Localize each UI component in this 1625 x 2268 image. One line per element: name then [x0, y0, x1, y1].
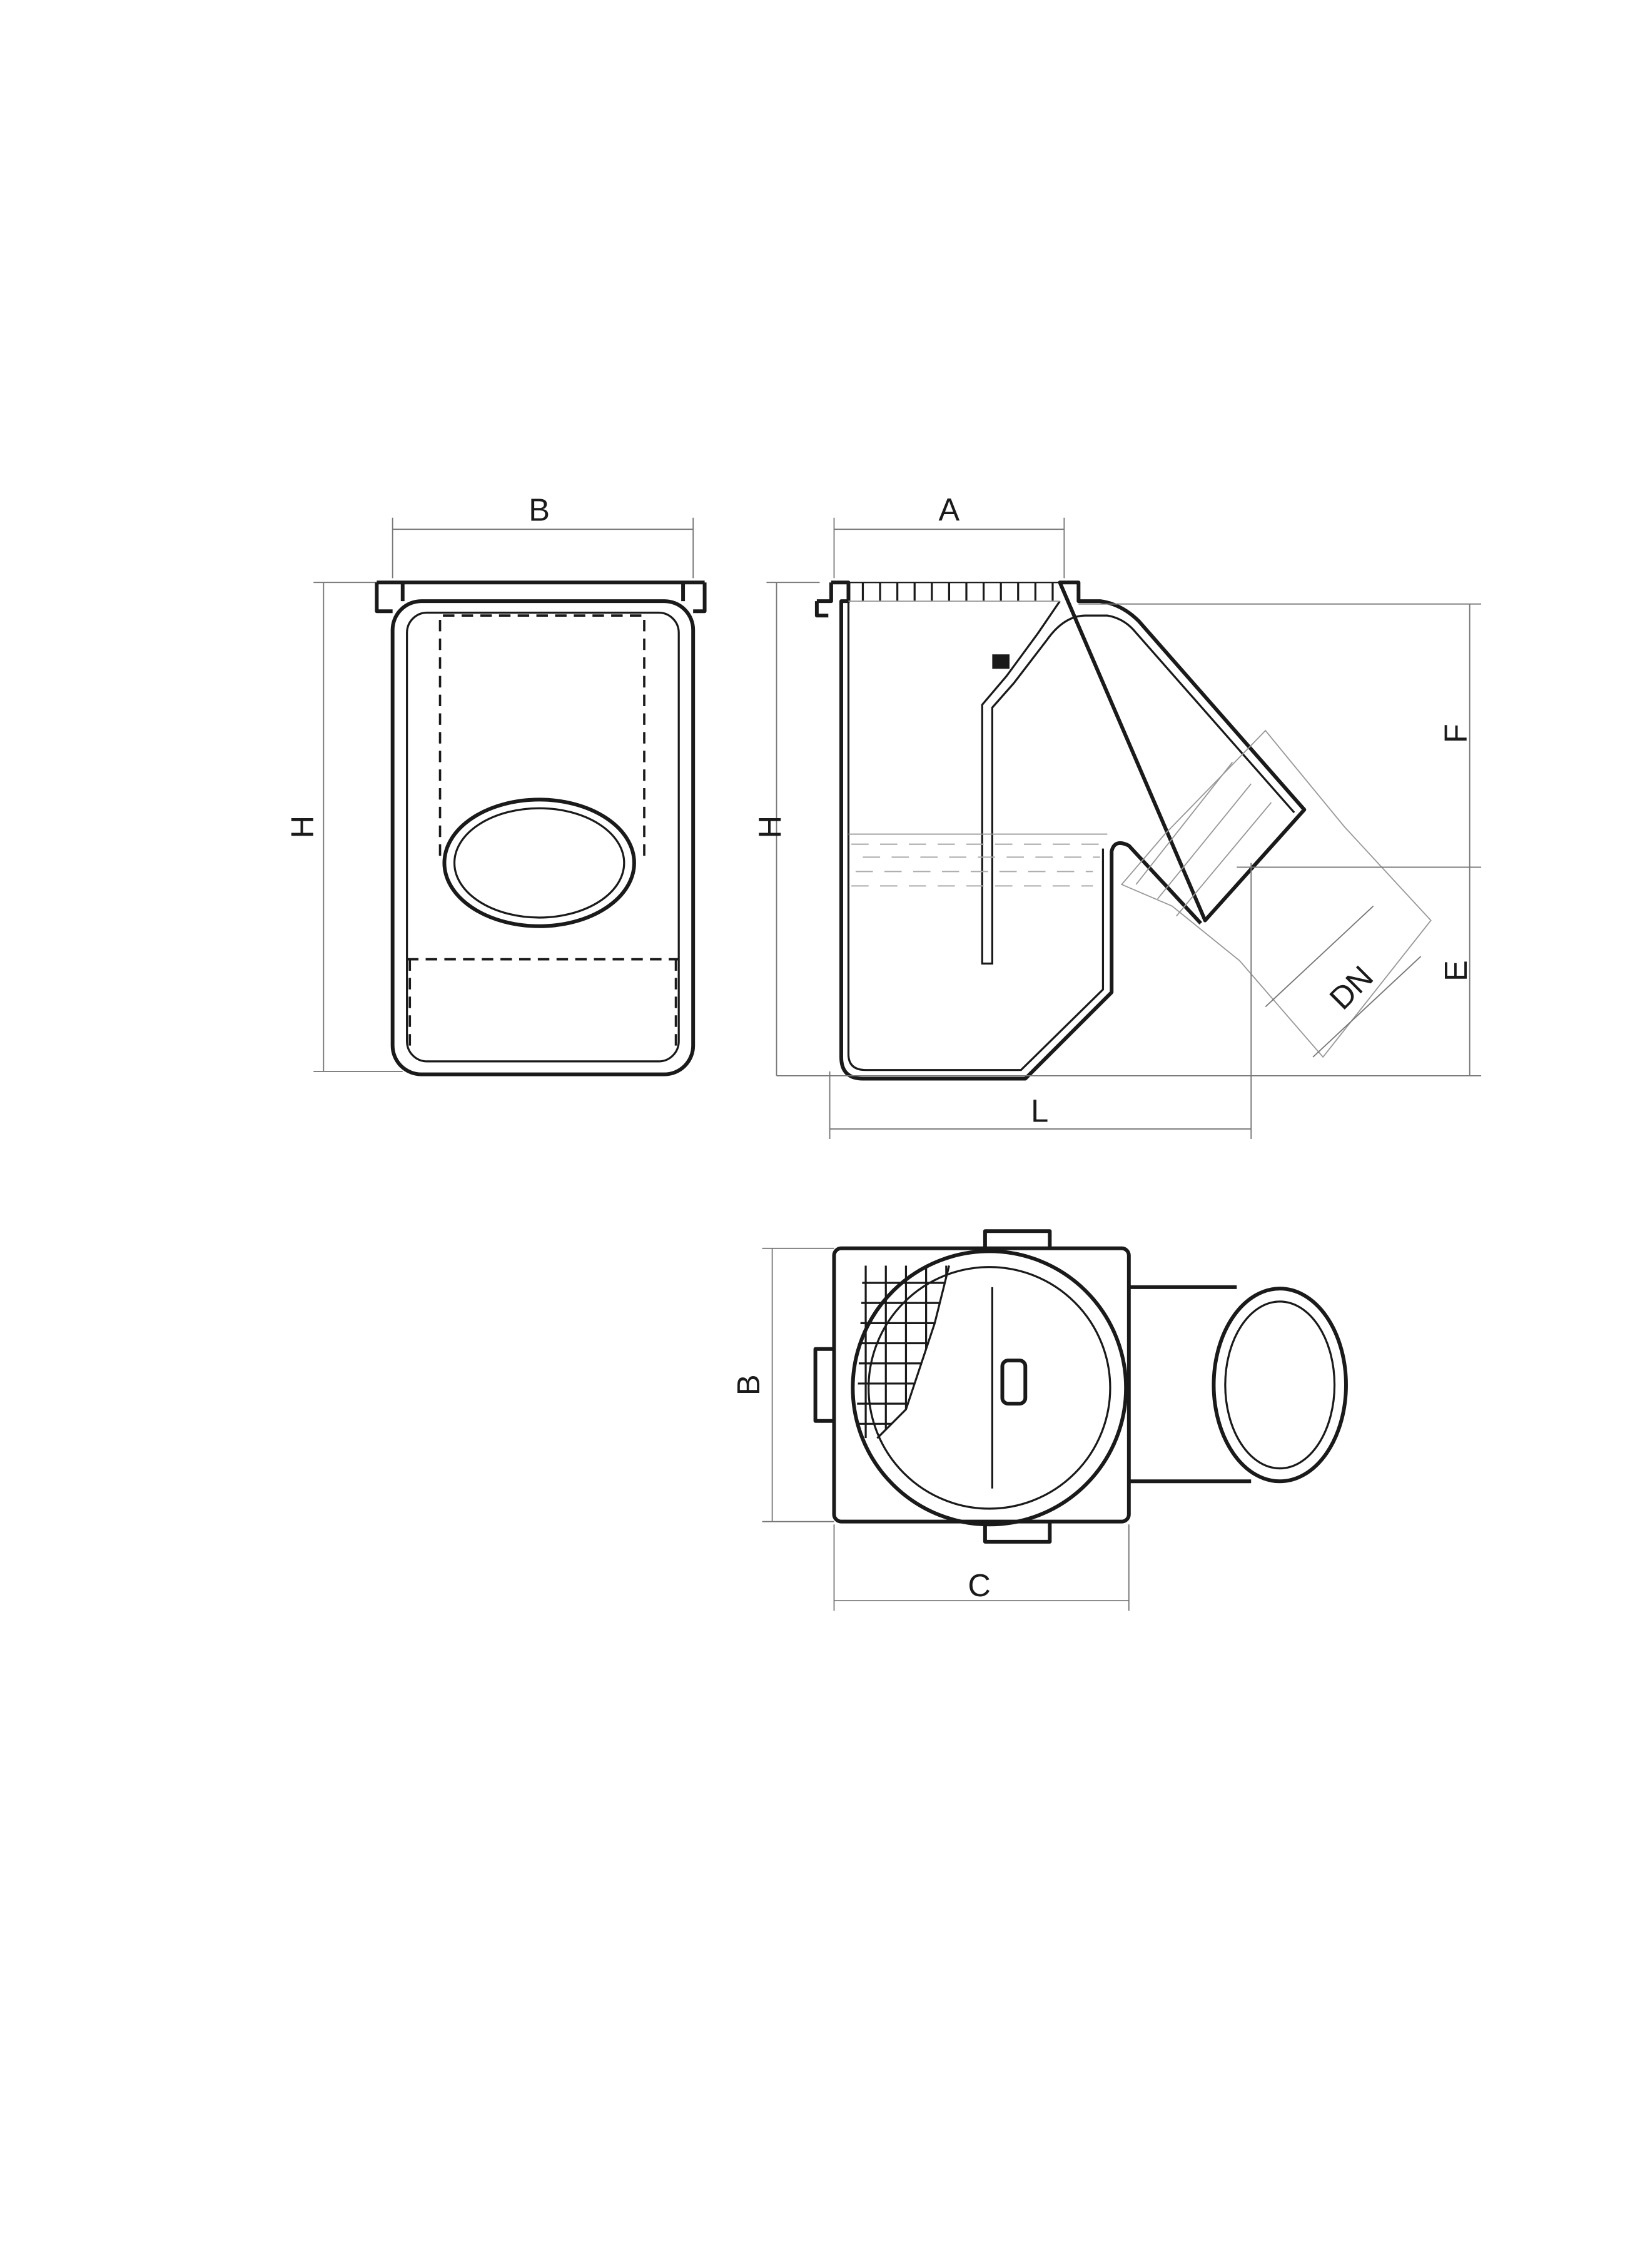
label-h-section: H — [752, 816, 787, 839]
label-c: C — [968, 1567, 991, 1603]
dimension-f: F — [1078, 603, 1482, 868]
section-view: A H — [752, 492, 1482, 1140]
dimension-h-section: H — [752, 582, 820, 1076]
dimension-h-front: H — [285, 582, 403, 1072]
section-body — [814, 580, 1432, 1081]
label-h-front: H — [285, 816, 320, 839]
dimension-e: E — [776, 867, 1482, 1076]
label-f: F — [1438, 724, 1474, 743]
dimension-l: L — [829, 863, 1252, 1140]
dimension-dn: DN — [1265, 905, 1422, 1058]
dimension-c: C — [833, 1524, 1130, 1611]
dimension-b-front: B — [392, 492, 694, 579]
label-a: A — [939, 492, 960, 527]
water-level — [848, 833, 1108, 887]
handle-icon — [1000, 1359, 1028, 1406]
label-dn: DN — [1322, 959, 1380, 1016]
label-e: E — [1438, 960, 1474, 981]
label-l: L — [1031, 1093, 1048, 1128]
outlet-pipe-ghost — [1120, 729, 1432, 1058]
grate — [848, 582, 1060, 602]
label-b-top: B — [731, 1374, 766, 1395]
top-body — [813, 1229, 1348, 1544]
front-view: B H — [285, 492, 707, 1076]
dimension-b-top: B — [731, 1247, 834, 1522]
top-view: B C — [731, 1229, 1348, 1611]
dimension-a: A — [833, 492, 1065, 579]
label-b-front: B — [529, 492, 550, 527]
valve-knob-icon — [992, 654, 1010, 669]
front-body — [375, 580, 707, 1076]
